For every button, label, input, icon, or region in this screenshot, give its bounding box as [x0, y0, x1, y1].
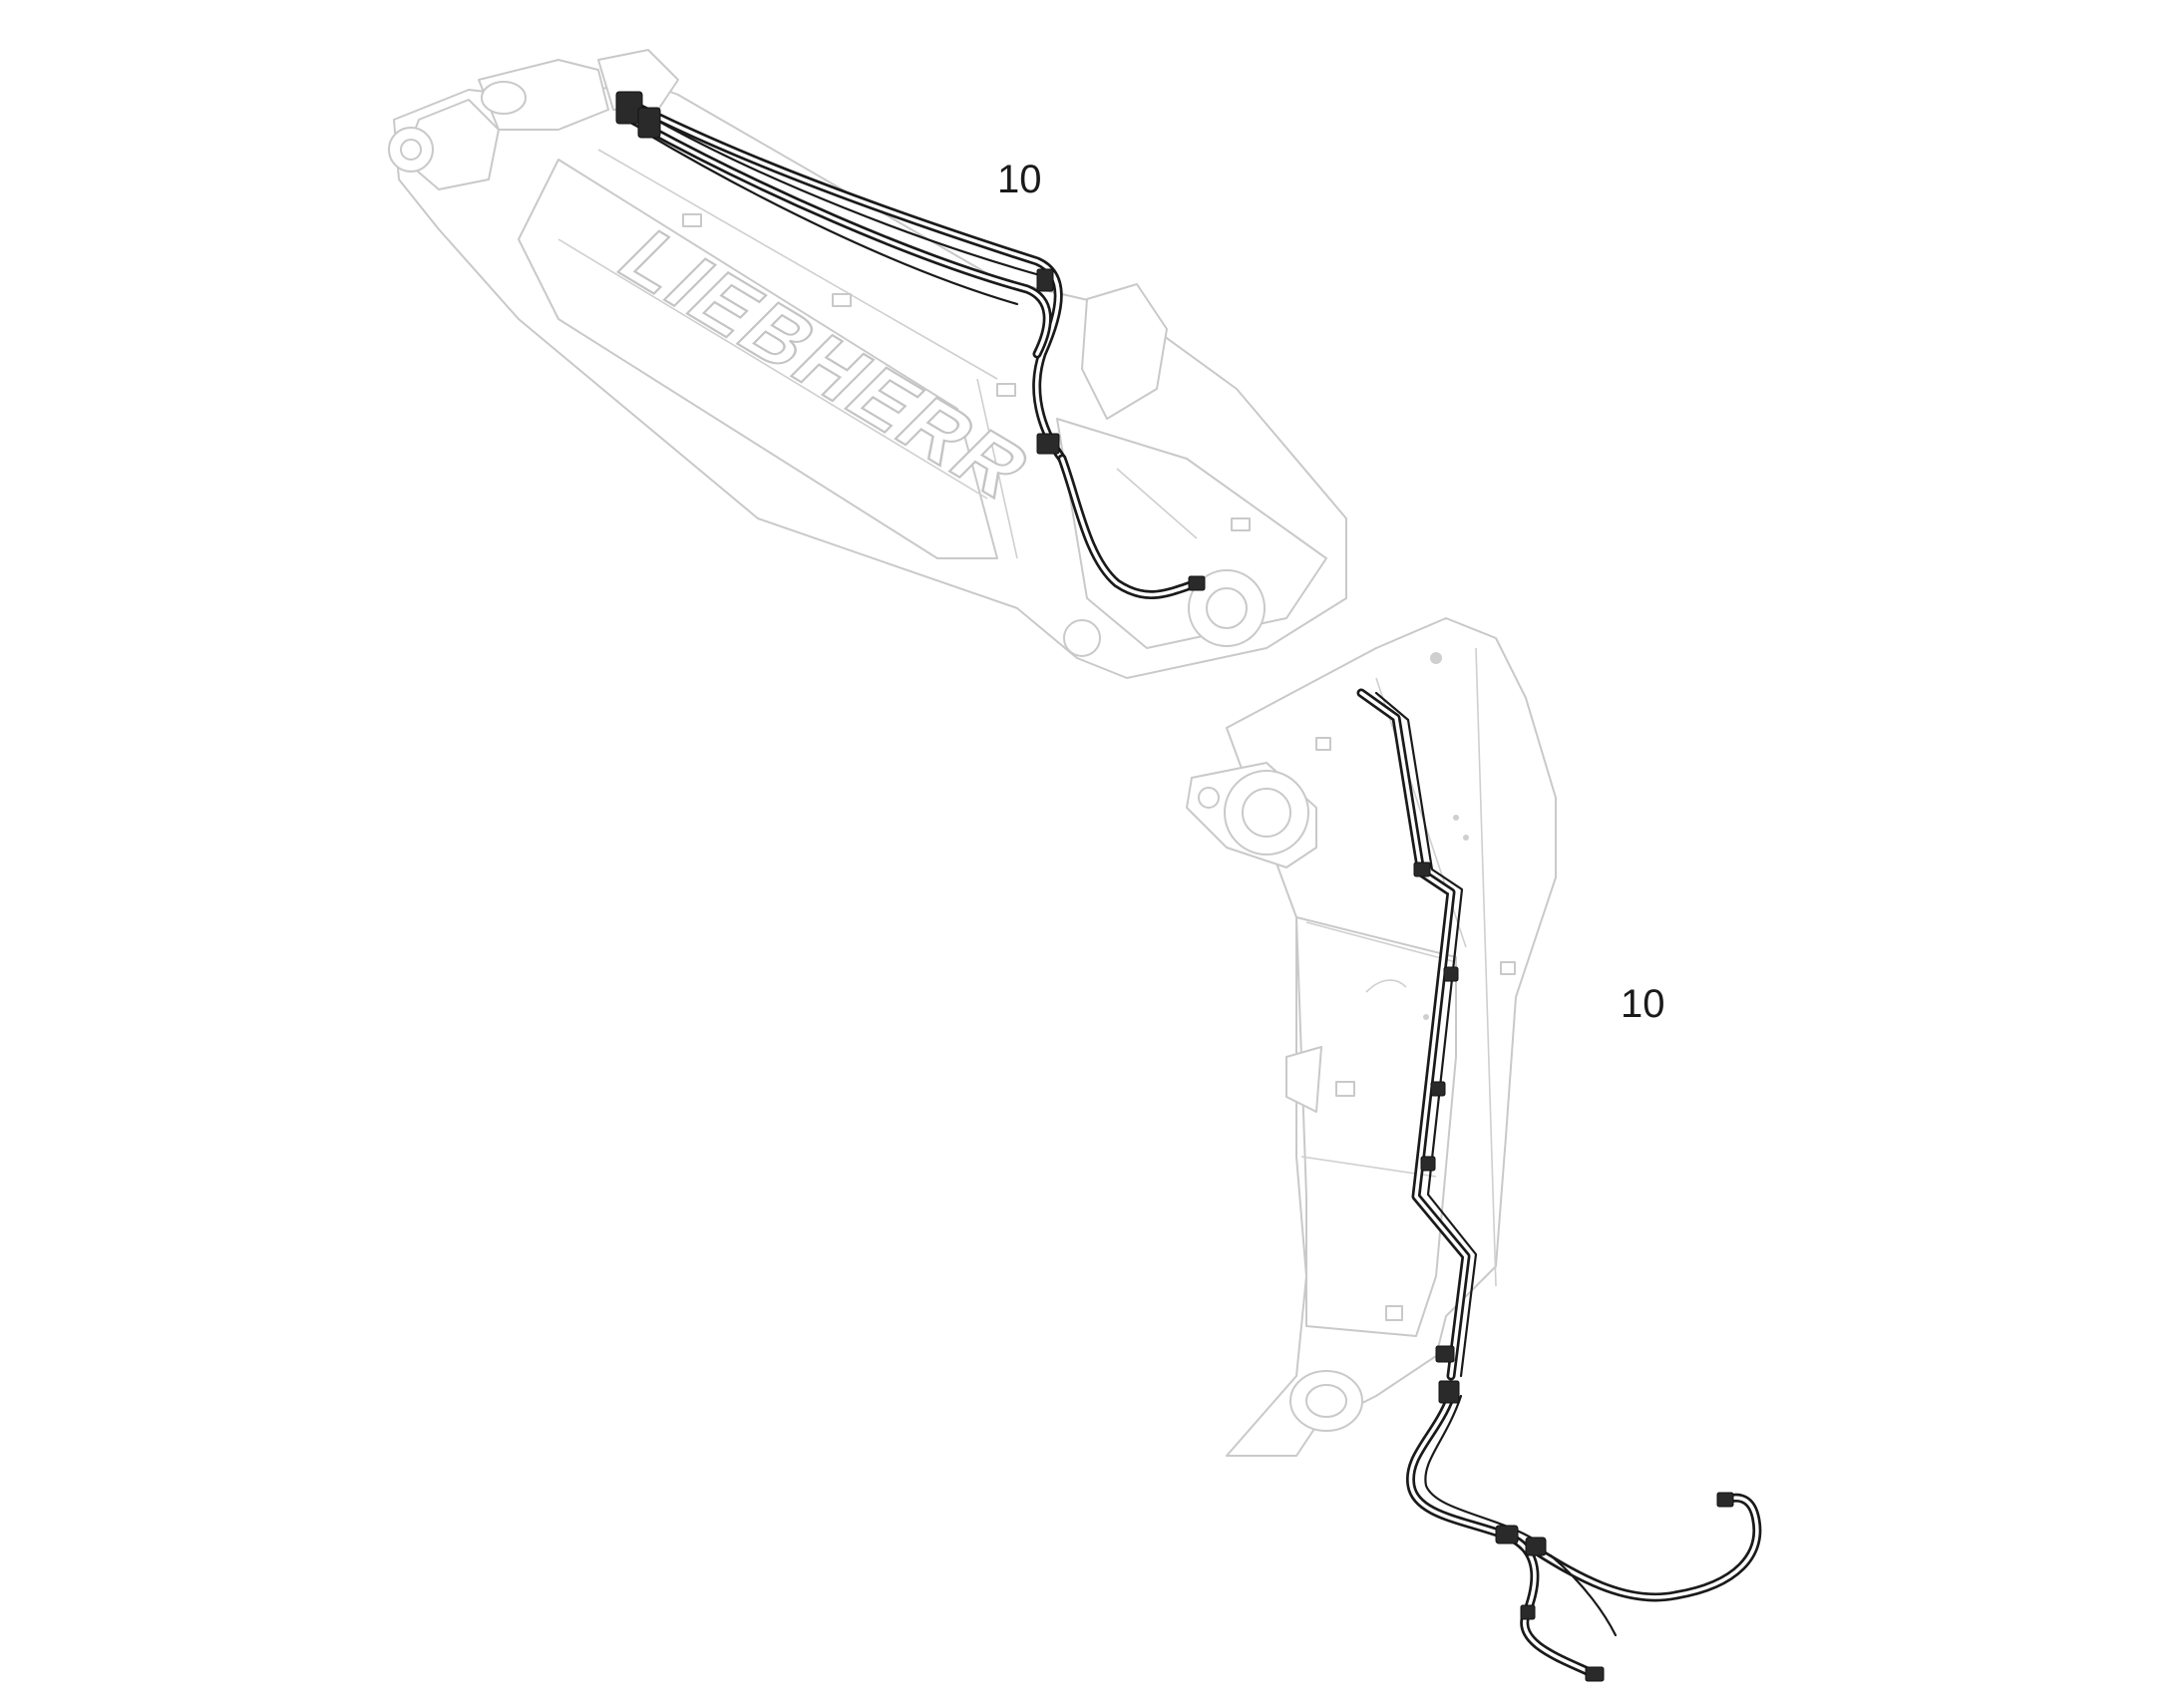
hose-fitting [1495, 1525, 1519, 1544]
line-clamp [1443, 966, 1459, 982]
hose-fitting [1036, 268, 1054, 292]
boom-steel-line-thin [1374, 691, 1478, 1378]
boom-side-lug [1285, 1046, 1322, 1113]
boom-pivot-pin [1242, 788, 1291, 838]
boom-ghost [1186, 617, 1557, 1457]
boom-hose-group [1356, 688, 1762, 1682]
hose-fitting [1716, 1492, 1734, 1508]
stick-clamp [996, 383, 1016, 397]
boom-bottom-pin [1305, 1384, 1347, 1418]
boom-small-eye [1198, 787, 1220, 809]
line-clamp [1430, 1081, 1446, 1097]
boom-side-face [1295, 916, 1457, 1337]
stick-line-callout: 10 [997, 158, 1042, 201]
boom-bolt [1430, 652, 1442, 664]
line-clamp [1435, 1345, 1455, 1363]
boom-flex-hose-thin [1424, 1394, 1538, 1542]
stick-lower-pin [1063, 619, 1101, 657]
boom-line-callout: 10 [1621, 982, 1665, 1026]
stick-hose-core [621, 98, 1064, 461]
boom-clamp [1385, 1305, 1403, 1321]
line-clamp [1420, 1156, 1436, 1172]
boom-clamp [1315, 737, 1331, 751]
boom-clamp [1500, 961, 1516, 975]
hose-fitting [1188, 575, 1206, 591]
stick-clamp [832, 293, 852, 307]
hose-fitting [1525, 1537, 1547, 1556]
stick-clamp [1231, 517, 1251, 531]
stick-detail-line [557, 238, 988, 500]
boom-flex-hose-core [1534, 1496, 1759, 1599]
hose-fitting [1036, 433, 1060, 455]
stick-hose-thin [636, 108, 1049, 279]
boom-detail-line [1475, 647, 1497, 1287]
boom-clamp [1335, 1081, 1355, 1097]
hose-fitting [1438, 1380, 1460, 1404]
stick-cylinder-rod [481, 81, 527, 115]
hose-fitting [1585, 1666, 1605, 1682]
boom-bolt [1453, 815, 1459, 821]
hose-fitting [637, 107, 661, 139]
stick-link-plate [1081, 283, 1168, 420]
stick-clamp [682, 213, 702, 227]
line-clamp [1413, 861, 1431, 877]
boom-detail-line [1305, 921, 1457, 963]
boom-flex-hose-thin [1549, 1553, 1618, 1637]
stick-hose-core [626, 116, 1049, 356]
boom-bolt [1463, 835, 1469, 841]
boom-bolt [1423, 1014, 1429, 1020]
boom-steel-line-core [1359, 691, 1468, 1378]
stick-lower-hose-core [1060, 457, 1199, 597]
stick-detail-line [976, 378, 1018, 559]
stick-rear-pin-inner [400, 139, 422, 161]
stick-hose-group [615, 91, 1206, 600]
boom-detail-line [1365, 979, 1407, 993]
stick-detail-line [1116, 468, 1198, 539]
stick-hose-thin [641, 130, 1019, 306]
boom-detail-line [1300, 1156, 1437, 1178]
boom-flex-hose [1531, 1493, 1762, 1602]
stick-detail-line [597, 149, 998, 380]
hose-fitting [1520, 1604, 1536, 1620]
stick-front-pin [1206, 587, 1248, 629]
